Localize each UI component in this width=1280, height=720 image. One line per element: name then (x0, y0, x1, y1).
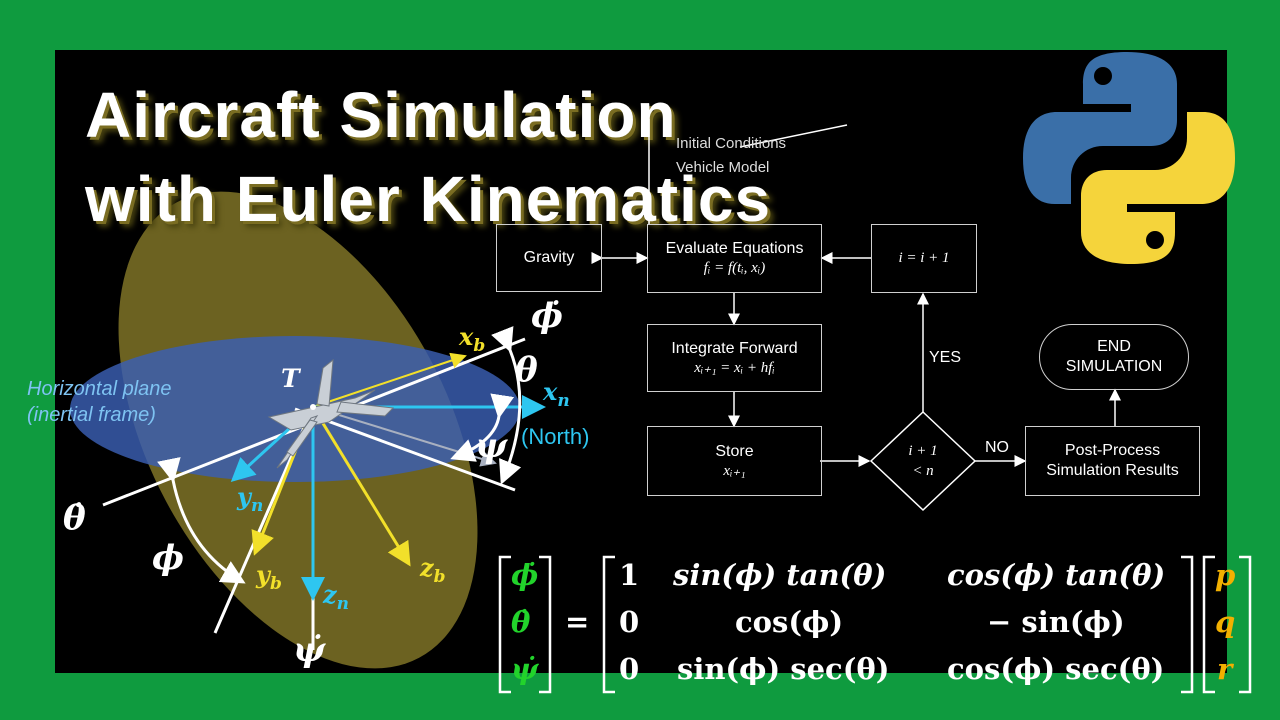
xb-label: xb (459, 322, 485, 356)
horizontal-plane-line-2: (inertial frame) (27, 404, 156, 426)
lhs-psi-dot: ψ̇ (511, 652, 539, 686)
theta-dot-label: θ̇ (63, 498, 86, 538)
lhs-phi-dot: ϕ̇ (511, 558, 539, 592)
decision-line-2: < n (912, 462, 934, 479)
yn-subscript: n (250, 495, 264, 516)
matrix-r2c3: − sin(ϕ) (987, 605, 1125, 639)
theta-label: θ (515, 350, 538, 390)
thumbnail-canvas: Horizontal plane (inertial frame) T xb x… (27, 50, 1252, 694)
initial-conditions-line-2: Vehicle Model (676, 159, 770, 176)
yb-label: yb (256, 560, 282, 594)
yb-symbol: y (256, 560, 270, 589)
matrix-r2c1: 0 (619, 605, 640, 639)
title-line-1: Aircraft Simulation (85, 79, 677, 151)
title-line-2: with Euler Kinematics (85, 163, 772, 235)
zb-symbol: z (420, 553, 434, 582)
xn-subscript: n (557, 390, 570, 411)
increment-equation: i = i + 1 (898, 250, 950, 267)
psi-label: ψ (475, 426, 508, 466)
evaluate-equation: fᵢ = f(tᵢ, xᵢ) (703, 260, 766, 277)
euler-angle-diagram (70, 191, 546, 669)
zb-label: zb (420, 553, 446, 587)
increment-box: i = i + 1 (871, 224, 977, 293)
integrate-equation: xᵢ₊₁ = xᵢ + hfᵢ (694, 359, 775, 376)
xb-subscript: b (473, 335, 486, 356)
gravity-label: Gravity (523, 249, 575, 266)
decision-diamond (869, 410, 977, 512)
flowchart-connectors (591, 119, 1121, 512)
zn-symbol: z (323, 580, 337, 609)
integrate-forward-box: Integrate Forward xᵢ₊₁ = xᵢ + hfᵢ (647, 324, 822, 392)
integrate-label: Integrate Forward (671, 339, 798, 357)
matrix-r1c1: 1 (619, 558, 640, 592)
phi-dot-label: ϕ̇ (531, 296, 564, 336)
xn-label: xn (543, 377, 570, 411)
store-equation: xᵢ₊₁ (723, 462, 746, 479)
initial-conditions-label: Initial Conditions Vehicle Model (676, 132, 786, 180)
post-process-line-2: Simulation Results (1046, 462, 1179, 479)
equals-sign: = (565, 605, 590, 639)
zb-subscript: b (433, 566, 446, 587)
rhs-q: q (1215, 605, 1236, 639)
north-label: (North) (521, 424, 590, 449)
decision-line-1: i + 1 (908, 443, 938, 459)
decision-label: i + 1 < n (893, 442, 953, 481)
zn-label: zn (323, 580, 349, 614)
lhs-theta-dot: θ̇ (511, 605, 531, 639)
matrix-r3c2: sin(ϕ) sec(θ) (677, 652, 890, 686)
horizontal-plane-line-1: Horizontal plane (27, 378, 172, 400)
no-label: NO (985, 439, 1009, 456)
horizontal-plane-label: Horizontal plane (inertial frame) (27, 376, 172, 428)
evaluate-equations-box: Evaluate Equations fᵢ = f(tᵢ, xᵢ) (647, 224, 822, 293)
matrix-r3c1: 0 (619, 652, 640, 686)
origin-label: T (281, 364, 300, 393)
aircraft-icon (267, 358, 395, 469)
yn-label: yn (237, 482, 263, 516)
evaluate-label: Evaluate Equations (665, 240, 804, 258)
matrix-r1c3: cos(ϕ) tan(θ) (947, 558, 1166, 592)
matrix-r1c2: sin(ϕ) tan(θ) (673, 558, 887, 592)
xn-symbol: x (543, 377, 558, 406)
python-logo-icon (1023, 52, 1235, 264)
end-simulation-label: END SIMULATION (1065, 338, 1163, 375)
rhs-r: r (1217, 652, 1233, 686)
yes-label: YES (929, 349, 962, 366)
yn-symbol: y (237, 482, 251, 511)
psi-dot-label: ψ̇ (293, 630, 326, 670)
yb-subscript: b (269, 573, 282, 594)
zn-subscript: n (336, 593, 350, 614)
gravity-box: Gravity (496, 224, 602, 292)
phi-label: ϕ (152, 538, 185, 578)
initial-conditions-line-1: Initial Conditions (676, 135, 787, 152)
matrix-brackets (498, 555, 1252, 694)
zb-axis-arrow (311, 406, 411, 567)
xb-symbol: x (459, 322, 474, 351)
xb-axis-arrow (312, 352, 467, 408)
post-process-line-1: Post-Process (1064, 442, 1161, 459)
store-label: Store (715, 442, 754, 460)
rhs-p: p (1215, 558, 1236, 592)
matrix-r2c2: cos(ϕ) (735, 605, 844, 639)
store-box: Store xᵢ₊₁ (647, 426, 822, 496)
post-process-box: Post-Process Simulation Results (1025, 426, 1200, 496)
matrix-r3c3: cos(ϕ) sec(θ) (947, 652, 1165, 686)
end-simulation-box: END SIMULATION (1039, 324, 1189, 390)
